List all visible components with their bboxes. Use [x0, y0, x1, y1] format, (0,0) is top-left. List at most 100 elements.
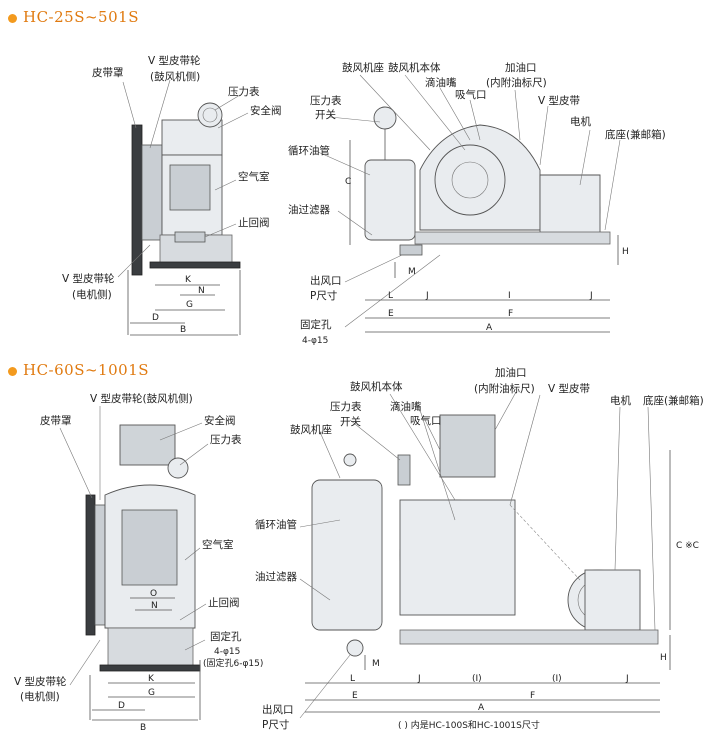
label-base-frame: 底座(兼邮箱) — [643, 394, 704, 407]
dim-c: C ※C — [676, 541, 699, 551]
label-gauge-switch-2: 开关 — [340, 415, 361, 428]
outlet-pipe-icon — [346, 639, 364, 657]
label-v-pulley-motor-side: (电机侧) — [72, 288, 112, 301]
pressure-gauge-icon — [197, 102, 223, 128]
label-air-chamber: 空气室 — [202, 538, 234, 551]
label-oil-filler-note: (内附油标尺) — [474, 382, 535, 395]
dim-g: G — [186, 300, 193, 310]
gauge-dial — [202, 107, 218, 123]
footnote: ( ) 内是HC-100S和HC-1001S尺寸 — [398, 719, 540, 731]
dim-c: C — [345, 177, 351, 187]
label-gauge-switch-2: 开关 — [315, 108, 336, 121]
title-text: HC-60S~1001S — [23, 361, 150, 379]
dim-a: A — [478, 703, 485, 713]
label-fixing-holes: 固定孔 — [300, 318, 332, 331]
base-frame — [399, 629, 659, 645]
bottom-side-view — [85, 424, 201, 672]
top-front-view — [364, 106, 611, 256]
label-fixing-holes-count: 4-φ15 — [302, 336, 328, 346]
dim-j: J — [425, 291, 429, 301]
label-blower-body: 鼓风机本体 — [388, 61, 441, 74]
label-oil-filler: 加油口 — [495, 366, 527, 379]
silencer-mesh — [119, 424, 176, 466]
label-gauge-switch: 压力表 — [330, 400, 362, 413]
top-side-view — [131, 102, 241, 276]
dim-i2: (I) — [552, 674, 562, 684]
label-outlet: 出风口 — [262, 703, 294, 716]
dim-h: H — [660, 653, 667, 663]
dim-j2: J — [589, 291, 593, 301]
label-suction-port: 吸气口 — [455, 88, 487, 101]
tank-cap-icon — [343, 453, 357, 467]
dim-k: K — [185, 275, 192, 285]
dim-l: L — [388, 291, 393, 301]
label-oil-nozzle: 滴油嘴 — [425, 76, 457, 89]
label-oil-pipe: 循环油管 — [288, 144, 330, 157]
base-plate — [99, 664, 201, 672]
label-oil-filter: 油过滤器 — [288, 203, 330, 216]
label-v-pulley-blower-side: (鼓风机侧) — [150, 70, 200, 83]
label-v-pulley-blower: V 型皮带轮(鼓风机侧) — [90, 392, 193, 405]
dim-n: N — [198, 286, 205, 296]
label-v-pulley-motor-side: (电机侧) — [20, 690, 60, 703]
label-outlet: 出风口 — [310, 274, 342, 287]
label-belt-cover: 皮带罩 — [40, 414, 72, 427]
label-motor: 电机 — [570, 115, 591, 128]
blower-rotor — [451, 161, 489, 199]
label-belt-cover: 皮带罩 — [92, 66, 124, 79]
label-safety-valve: 安全阀 — [250, 104, 282, 117]
label-v-pulley-blower: V 型皮带轮 — [148, 54, 201, 67]
dim-l: L — [350, 674, 355, 684]
dim-o: O — [150, 589, 157, 599]
base-frame — [414, 231, 611, 245]
label-check-valve: 止回阀 — [238, 216, 270, 229]
label-motor: 电机 — [610, 394, 631, 407]
label-v-belt: V 型皮带 — [538, 94, 580, 107]
section-title-top: HC-25S~501S — [8, 8, 139, 26]
check-valve-body — [174, 231, 206, 243]
v-pulley-blower — [94, 504, 106, 626]
label-fixing-holes-count: 4-φ15 — [214, 647, 240, 657]
dim-g: G — [148, 688, 155, 698]
dim-n: N — [151, 601, 158, 611]
label-check-valve: 止回阀 — [208, 596, 240, 609]
dim-d: D — [152, 313, 159, 323]
label-oil-nozzle: 滴油嘴 — [390, 400, 422, 413]
label-blower-body: 鼓风机本体 — [350, 380, 403, 393]
label-oil-filter: 油过滤器 — [255, 570, 297, 583]
label-oil-filler-note: (内附油标尺) — [486, 76, 547, 89]
dim-e: E — [352, 691, 358, 701]
dim-f: F — [508, 309, 513, 319]
oil-tank — [311, 479, 383, 631]
oil-tank — [364, 159, 416, 241]
chamber-window — [121, 509, 178, 586]
label-blower-seat: 鼓风机座 — [342, 61, 384, 74]
label-pressure-gauge: 压力表 — [210, 433, 242, 446]
label-base-frame: 底座(兼邮箱) — [605, 128, 666, 141]
bullet-dot-icon — [8, 13, 17, 23]
belt-cover — [131, 124, 143, 276]
dim-b: B — [140, 723, 146, 733]
label-blower-seat: 鼓风机座 — [290, 423, 332, 436]
motor — [539, 174, 601, 236]
base — [107, 627, 194, 669]
label-v-belt: V 型皮带 — [548, 382, 590, 395]
label-v-pulley-motor: V 型皮带轮 — [62, 272, 115, 285]
dim-e: E — [388, 309, 394, 319]
dim-b: B — [180, 325, 186, 335]
dim-i: I — [508, 291, 511, 301]
label-safety-valve: 安全阀 — [204, 414, 236, 427]
label-suction-port: 吸气口 — [410, 414, 442, 427]
label-pressure-gauge: 压力表 — [228, 85, 260, 98]
motor — [584, 569, 641, 631]
blower-frame — [399, 499, 516, 616]
base-plate — [149, 261, 241, 269]
section-title-bottom: HC-60S~1001S — [8, 361, 149, 379]
label-fixing-holes: 固定孔 — [210, 630, 242, 643]
silencer-mesh — [439, 414, 496, 478]
blower-casing — [434, 144, 506, 216]
dim-m: M — [372, 659, 380, 669]
label-air-chamber: 空气室 — [238, 170, 270, 183]
dim-k: K — [148, 674, 155, 684]
